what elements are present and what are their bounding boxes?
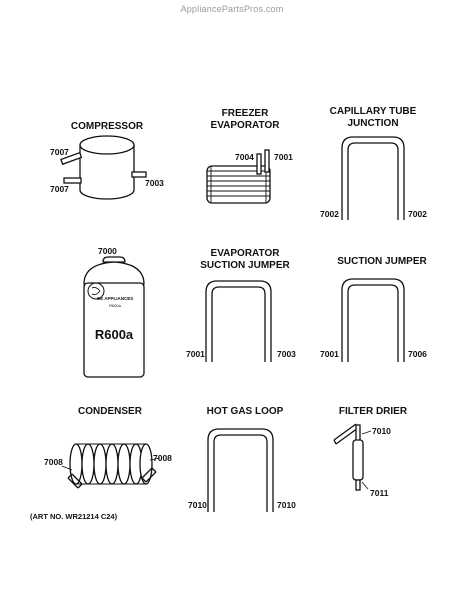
- part-number-label[interactable]: 7004: [235, 152, 254, 162]
- part-number-label[interactable]: 7007: [50, 147, 69, 157]
- watermark: AppliancePartsPros.com: [180, 4, 284, 14]
- part-number-label[interactable]: 7010: [372, 426, 391, 436]
- part-number-label[interactable]: 7001: [186, 349, 205, 359]
- compressor-title: COMPRESSOR: [70, 121, 144, 132]
- art-number: (ART NO. WR21214 C24): [30, 512, 118, 521]
- can-small-text: R600a: [109, 303, 121, 308]
- part-number-label[interactable]: 7001: [320, 349, 339, 359]
- freezer-evaporator-drawing[interactable]: [206, 149, 271, 204]
- can-gas-label: R600a: [94, 327, 134, 342]
- filter-drier-title: FILTER DRIER: [338, 406, 408, 417]
- compressor-drawing[interactable]: [60, 135, 147, 200]
- part-number-label[interactable]: 7008: [153, 453, 172, 463]
- part-number-label[interactable]: 7011: [370, 488, 389, 498]
- part-number-label[interactable]: 7002: [408, 209, 427, 219]
- evaporator-suction-jumper-drawing[interactable]: [205, 280, 272, 362]
- part-number-label[interactable]: 7010: [188, 500, 207, 510]
- part-number-label[interactable]: 7008: [44, 457, 63, 467]
- filter-drier-drawing[interactable]: [333, 423, 364, 491]
- hot-gas-loop-title: HOT GAS LOOP: [206, 406, 284, 417]
- part-number-label[interactable]: 7007: [50, 184, 69, 194]
- part-number-label[interactable]: 7006: [408, 349, 427, 359]
- can-brand-text: GE APPLIANCES: [96, 296, 134, 301]
- condenser-title: CONDENSER: [78, 406, 142, 417]
- capillary-tube-junction-title: CAPILLARY TUBE JUNCTION: [329, 106, 417, 129]
- part-number-label[interactable]: 7010: [277, 500, 296, 510]
- part-number-label[interactable]: 7002: [320, 209, 339, 219]
- part-number-label[interactable]: 7003: [145, 178, 164, 188]
- hot-gas-loop-drawing[interactable]: [207, 428, 274, 512]
- leader-lines: [61, 430, 372, 490]
- capillary-tube-junction-drawing[interactable]: [341, 136, 405, 220]
- part-number-label[interactable]: 7003: [277, 349, 296, 359]
- part-number-label[interactable]: 7000: [98, 246, 117, 256]
- suction-jumper-drawing[interactable]: [341, 278, 405, 362]
- condenser-drawing[interactable]: [67, 443, 157, 489]
- refrigerant-can-drawing[interactable]: [83, 256, 145, 378]
- part-number-label[interactable]: 7001: [274, 152, 293, 162]
- evaporator-suction-jumper-title: EVAPORATOR SUCTION JUMPER: [200, 248, 290, 271]
- suction-jumper-title: SUCTION JUMPER: [337, 256, 427, 267]
- freezer-evaporator-title: FREEZER EVAPORATOR: [210, 108, 280, 131]
